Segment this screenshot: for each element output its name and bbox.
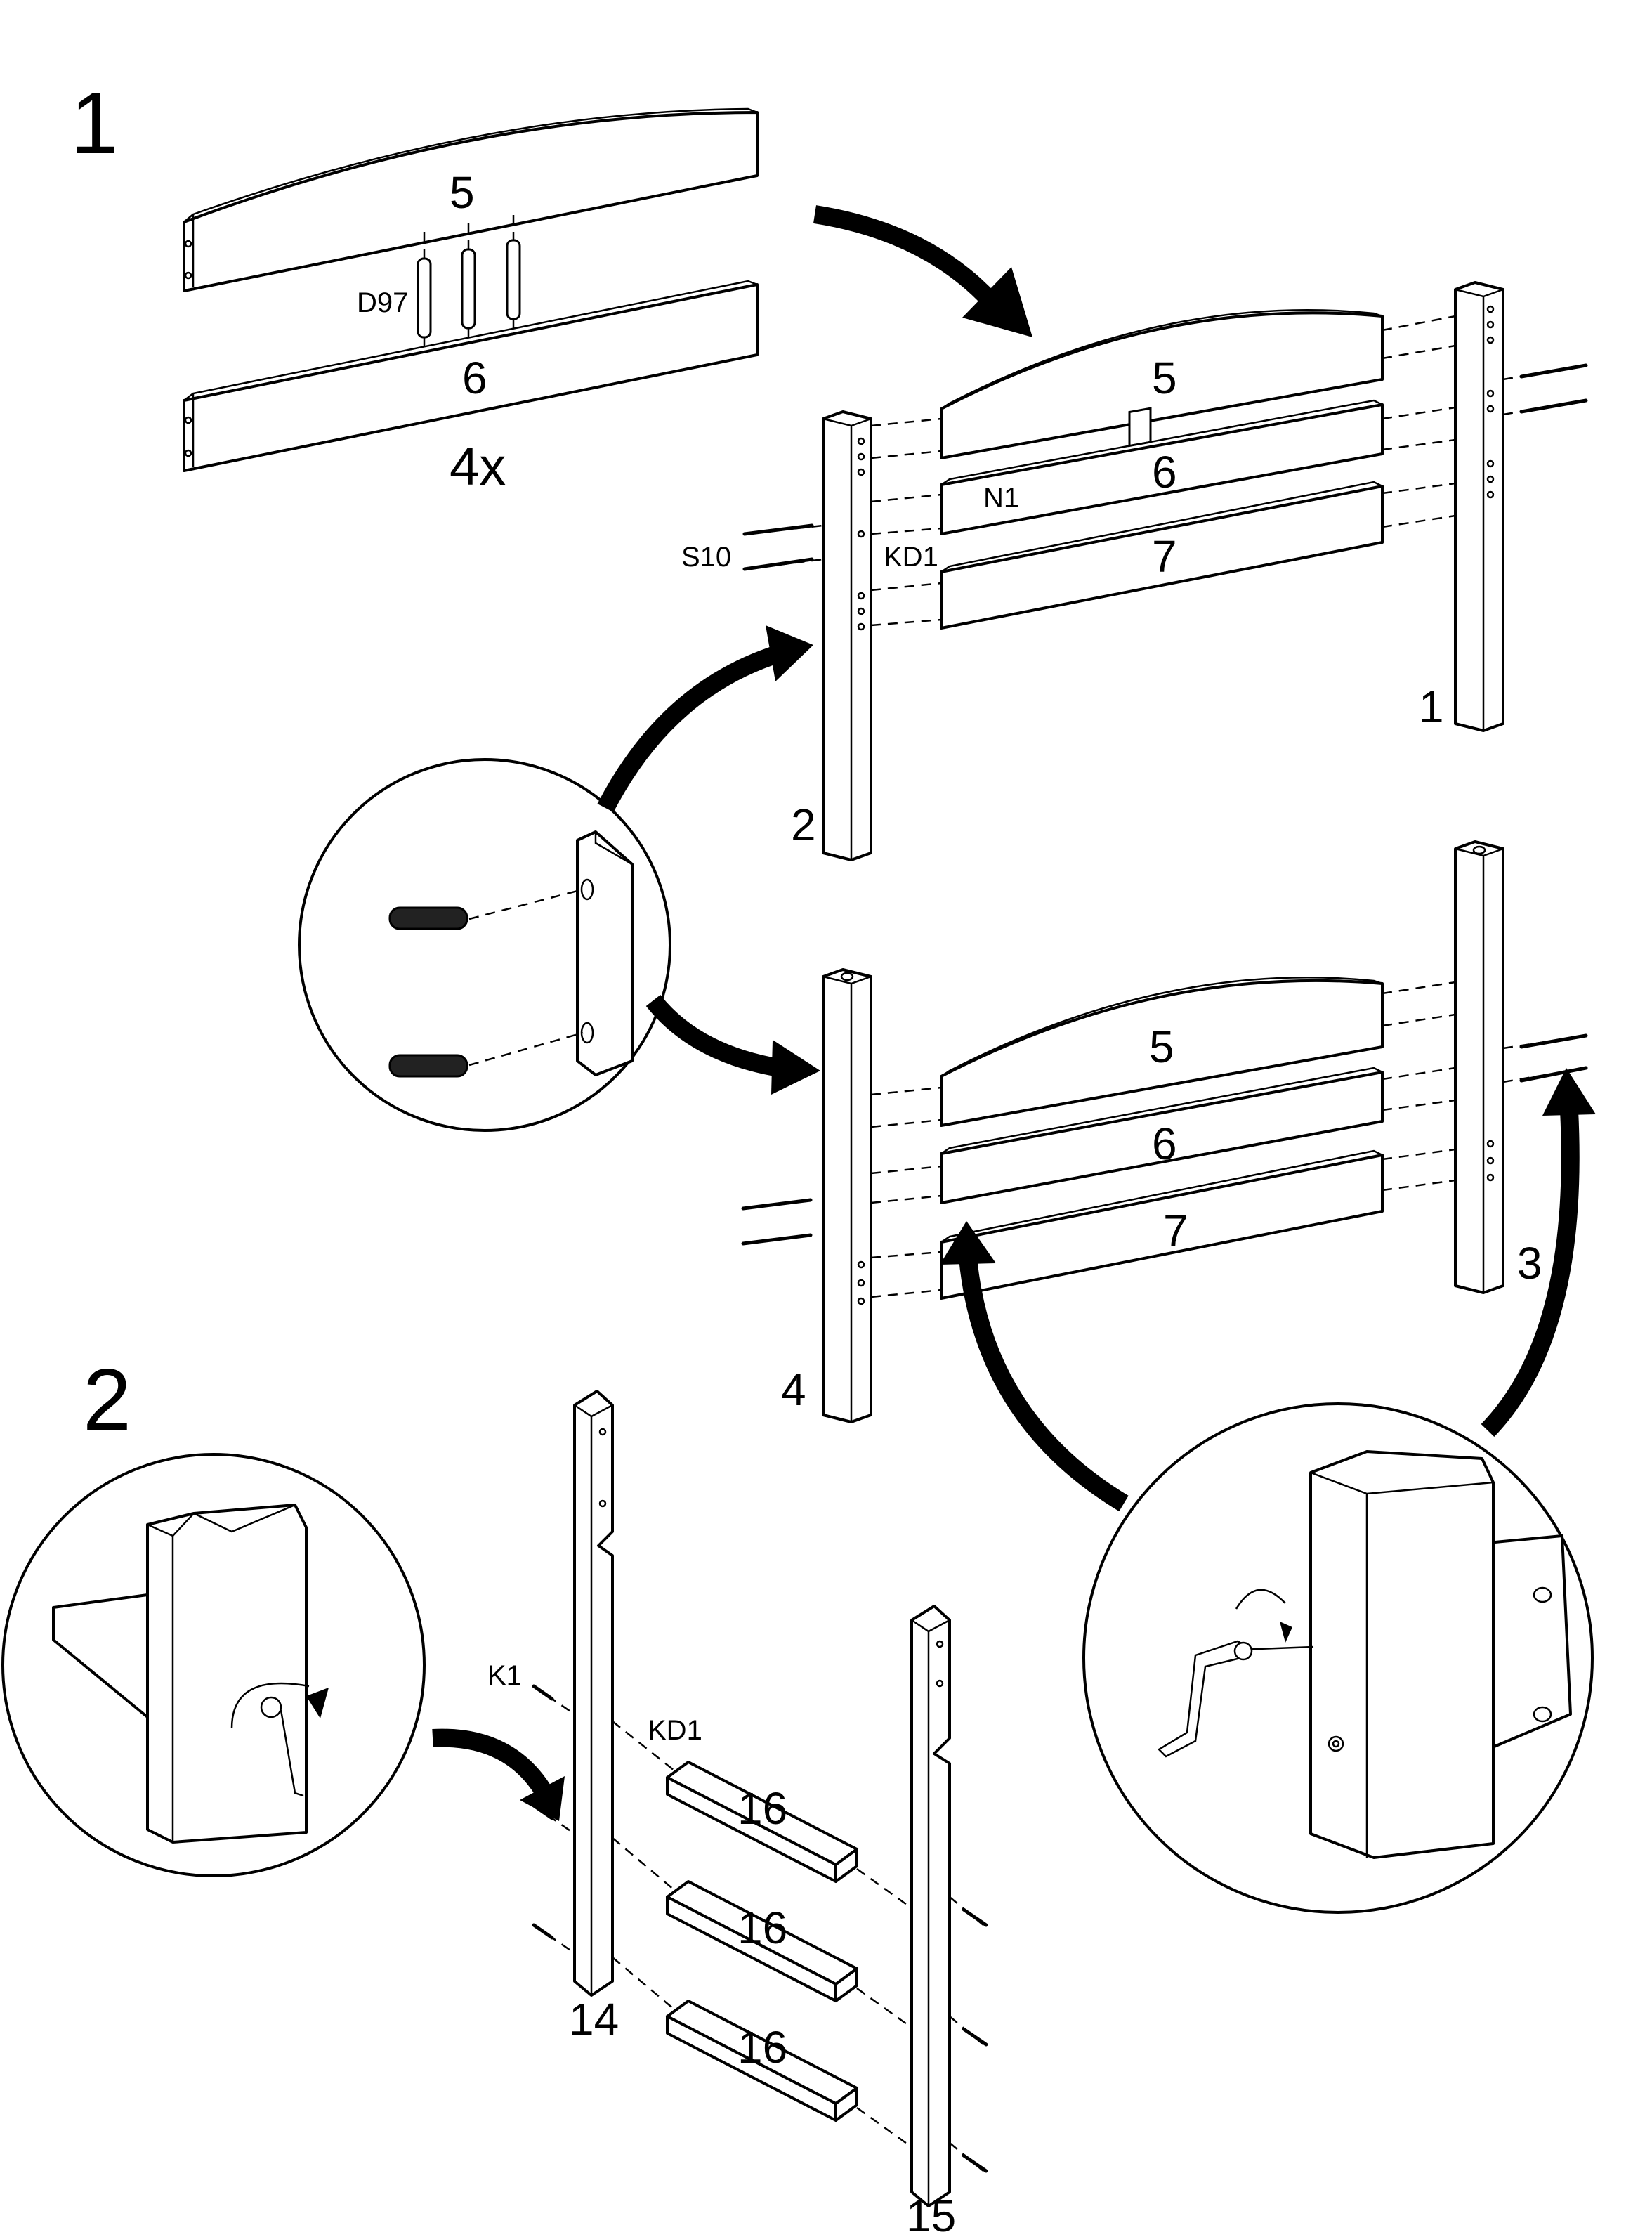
cross-rail-16-bottom: 16 [666,2000,858,2122]
step-2-number: 2 [83,1352,131,1449]
bolt-k1-label: K1 [487,1660,522,1691]
step-1-number: 1 [70,75,119,172]
lower-rail-5: 5 [940,976,1384,1127]
cross-rail-16-bottom-label: 16 [738,2022,787,2073]
rail-5-label: 5 [450,167,475,218]
lower-dashed-lines [870,981,1588,1298]
side-15-label: 15 [906,2191,956,2237]
arrow-to-post-4 [645,994,820,1095]
post-1: 1 [1419,281,1504,732]
post-4-label: 4 [781,1364,806,1415]
side-cam-detail-circle [1,1453,426,1877]
cross-rail-16-top: 16 [666,1761,858,1883]
lower-rail-6: 6 [940,1067,1384,1204]
dowel-detail-circle [298,758,671,1132]
post-2-label: 2 [791,800,816,850]
arrow-to-post-2 [597,625,813,812]
side-15: 15 [906,1605,956,2237]
side-frame-connections: K1 KD1 [487,1660,988,2173]
upper-rail-6-label: 6 [1152,447,1177,497]
lower-rail-7: 7 [940,1149,1384,1300]
upper-rail-5-label: 5 [1152,353,1177,403]
lower-screws [741,1033,1588,1246]
upper-rail-7: 7 [940,481,1384,630]
side-14: 14 [569,1390,619,2044]
arrow-to-side-14 [432,1728,565,1821]
cam-kd1-label: KD1 [884,542,938,573]
rail-5-part: 5 [183,107,759,292]
lower-assembly: 4 3 5 6 7 [741,840,1588,1423]
nut-n1-label: N1 [983,483,1019,514]
cam-tool-detail-circle [1082,1402,1594,1914]
post-1-label: 1 [1419,681,1444,732]
upper-rail-7-label: 7 [1152,531,1177,582]
side-cam-kd1-label: KD1 [648,1715,702,1746]
upper-assembly: 2 1 5 6 N1 7 [681,281,1588,861]
side-14-label: 14 [569,1994,619,2044]
upper-rail-6: 6 N1 [940,399,1384,535]
arrow-to-upper-assembly [813,205,1032,337]
dowel-pins: D97 [357,215,521,351]
cross-rail-16-middle-label: 16 [738,1903,787,1953]
upper-rail-5: 5 [940,308,1384,459]
arrow-to-post-3-screws [1481,1068,1596,1437]
upper-screws: S10 KD1 [681,363,1588,573]
dowel-d97-label: D97 [357,287,408,318]
cross-rail-16-middle: 16 [666,1880,858,2002]
post-3-label: 3 [1517,1238,1542,1289]
post-3: 3 [1454,840,1542,1294]
lower-rail-5-label: 5 [1149,1022,1174,1072]
screw-s10-label: S10 [681,542,731,573]
arrow-to-lower-rail-7 [940,1221,1129,1512]
rail-6-part: 6 [183,280,759,472]
post-2: 2 [791,410,872,861]
post-4: 4 [781,968,872,1423]
rail-pair-detail: 5 D97 6 4x [183,107,759,497]
lower-rail-6-label: 6 [1152,1118,1177,1169]
quantity-label: 4x [450,437,506,497]
rail-6-label: 6 [462,353,487,403]
lower-rail-7-label: 7 [1163,1206,1188,1256]
cross-rail-16-top-label: 16 [738,1783,787,1834]
